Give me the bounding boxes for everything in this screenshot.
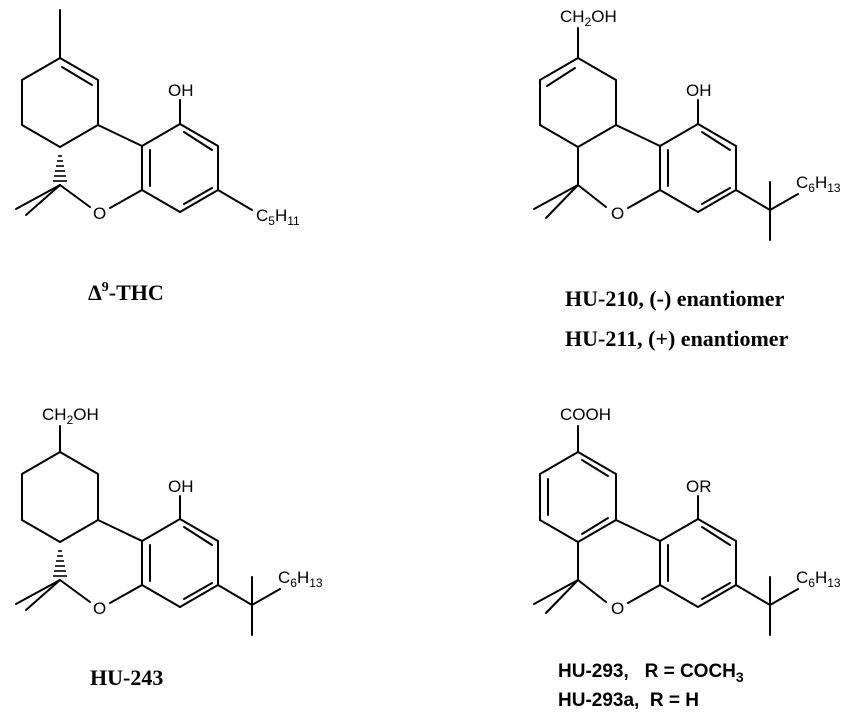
hu293-side-chain-label: C6H13 <box>796 568 841 590</box>
thc-hydroxyl-label: OH <box>168 81 194 100</box>
hu243-top-group-label: CH2OH <box>42 405 99 427</box>
hu243-hydroxyl-label: OH <box>168 477 194 496</box>
thc-caption: Δ9-THC <box>88 280 164 305</box>
hu293-bonds <box>533 425 799 636</box>
hu243-caption: HU-243 <box>90 665 163 690</box>
hu243-bonds <box>15 425 281 636</box>
structure-hu210: CH2OH OH O C6H13 HU-210, (-) enantiomer … <box>533 7 841 351</box>
thc-stereo-hash <box>53 155 67 182</box>
hu210-top-group-label: CH2OH <box>560 7 617 29</box>
structure-hu243: CH2OH OH O C6H13 HU-243 <box>15 405 323 690</box>
hu210-hydroxyl-label: OH <box>686 81 712 100</box>
hu243-ring-oxygen-label: O <box>93 599 106 618</box>
structure-thc: OH O C5H11 Δ9-THC <box>15 9 300 305</box>
thc-ring-oxygen-label: O <box>93 204 106 223</box>
hu210-side-chain-label: C6H13 <box>796 173 841 195</box>
thc-bonds <box>15 9 253 216</box>
hu243-stereo-hash <box>53 550 67 577</box>
hu293-top-group-label: COOH <box>560 405 611 424</box>
hu210-caption: HU-210, (-) enantiomer <box>565 286 785 311</box>
hu293a-caption: HU-293a, R = H <box>558 690 699 711</box>
structure-hu293: COOH OR O C6H13 HU-293, R = COCH3 HU-293… <box>533 405 841 711</box>
hu293-caption: HU-293, R = COCH3 <box>558 661 744 685</box>
thc-side-chain-label: C5H11 <box>256 206 300 228</box>
hu211-caption: HU-211, (+) enantiomer <box>565 326 789 351</box>
hu293-hydroxyl-label: OR <box>686 477 712 496</box>
hu293-ring-oxygen-label: O <box>611 599 624 618</box>
hu210-ring-oxygen-label: O <box>611 204 624 223</box>
hu243-side-chain-label: C6H13 <box>278 568 323 590</box>
hu210-bonds <box>533 27 799 241</box>
